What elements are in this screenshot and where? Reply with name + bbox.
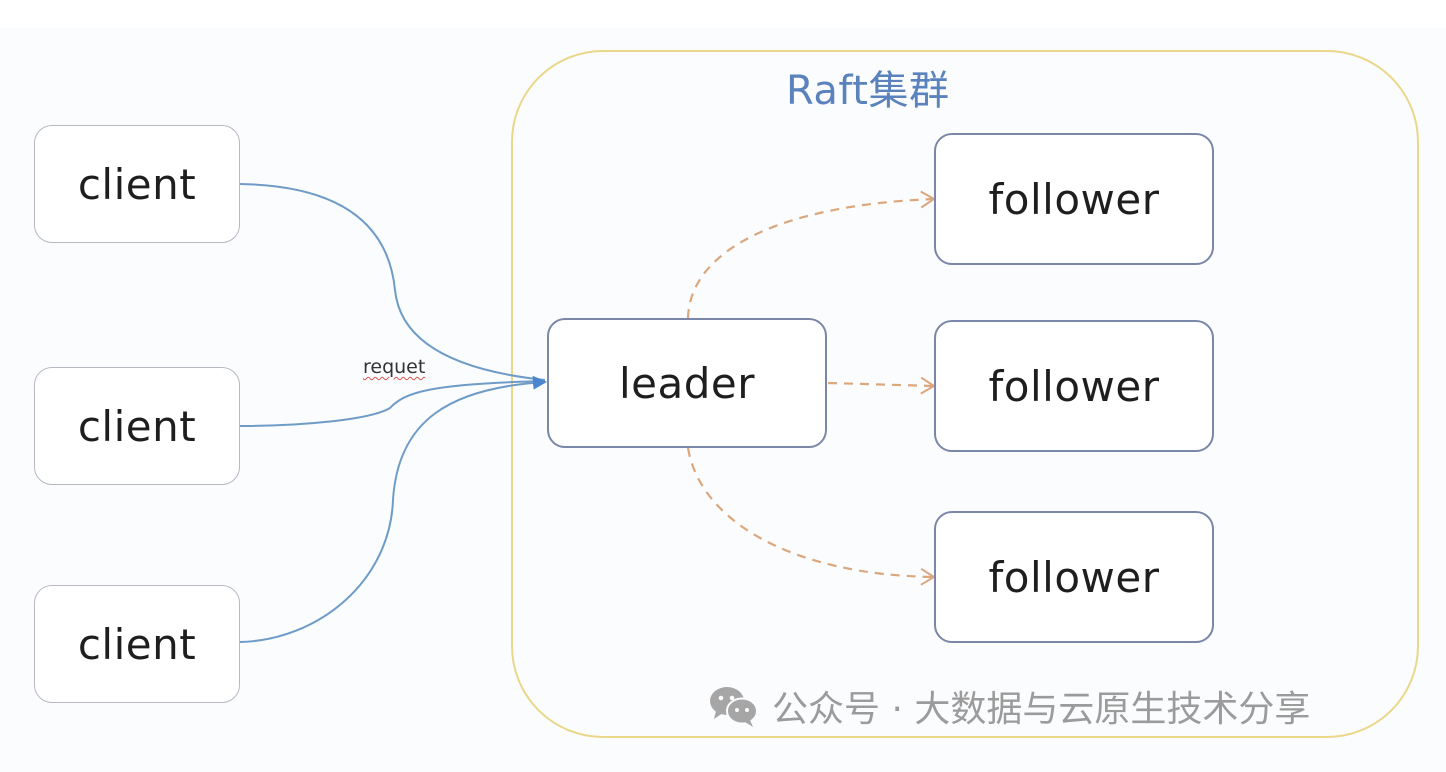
client-node[interactable]: client [34,367,240,485]
client-node[interactable]: client [34,585,240,703]
follower-node[interactable]: follower [934,133,1214,265]
watermark: 公众号 · 大数据与云原生技术分享 [708,680,1310,732]
leader-node[interactable]: leader [547,318,827,448]
follower-node[interactable]: follower [934,511,1214,643]
client-node[interactable]: client [34,125,240,243]
follower-node[interactable]: follower [934,320,1214,452]
wechat-icon [708,684,760,728]
request-edge-label: requet [363,356,426,378]
cluster-title: Raft集群 [786,68,950,114]
watermark-text: 公众号 · 大数据与云原生技术分享 [772,689,1311,730]
